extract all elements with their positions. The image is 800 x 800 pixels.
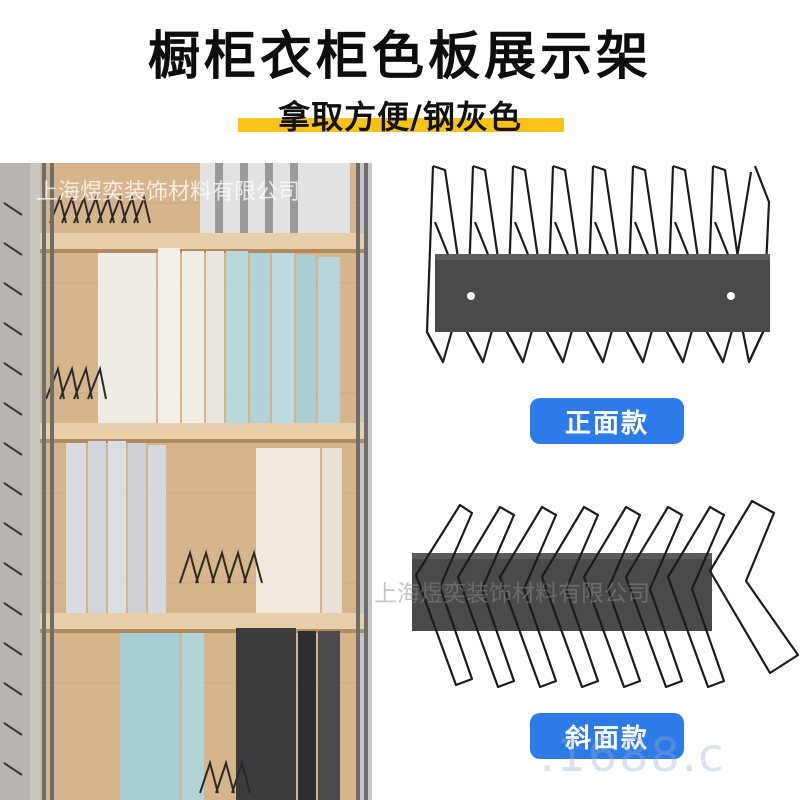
- tilted-style-badge: 斜面款: [530, 713, 684, 759]
- front-style-badge: 正面款: [530, 398, 684, 444]
- tilted-rack-image: [410, 495, 800, 710]
- watermark-domain: .1688.c: [540, 728, 726, 782]
- subtitle: 拿取方便/钢灰色: [278, 98, 522, 136]
- front-rack-image: [415, 162, 785, 387]
- subtitle-highlight-bar: [238, 118, 564, 132]
- watermark-company: 上海煜奕装饰材料有限公司: [36, 180, 301, 205]
- product-scene-photo: [0, 163, 372, 800]
- watermark-company-2: 上海煜奕装饰材料有限公司: [374, 581, 650, 607]
- page-title: 橱柜衣柜色板展示架: [147, 27, 652, 87]
